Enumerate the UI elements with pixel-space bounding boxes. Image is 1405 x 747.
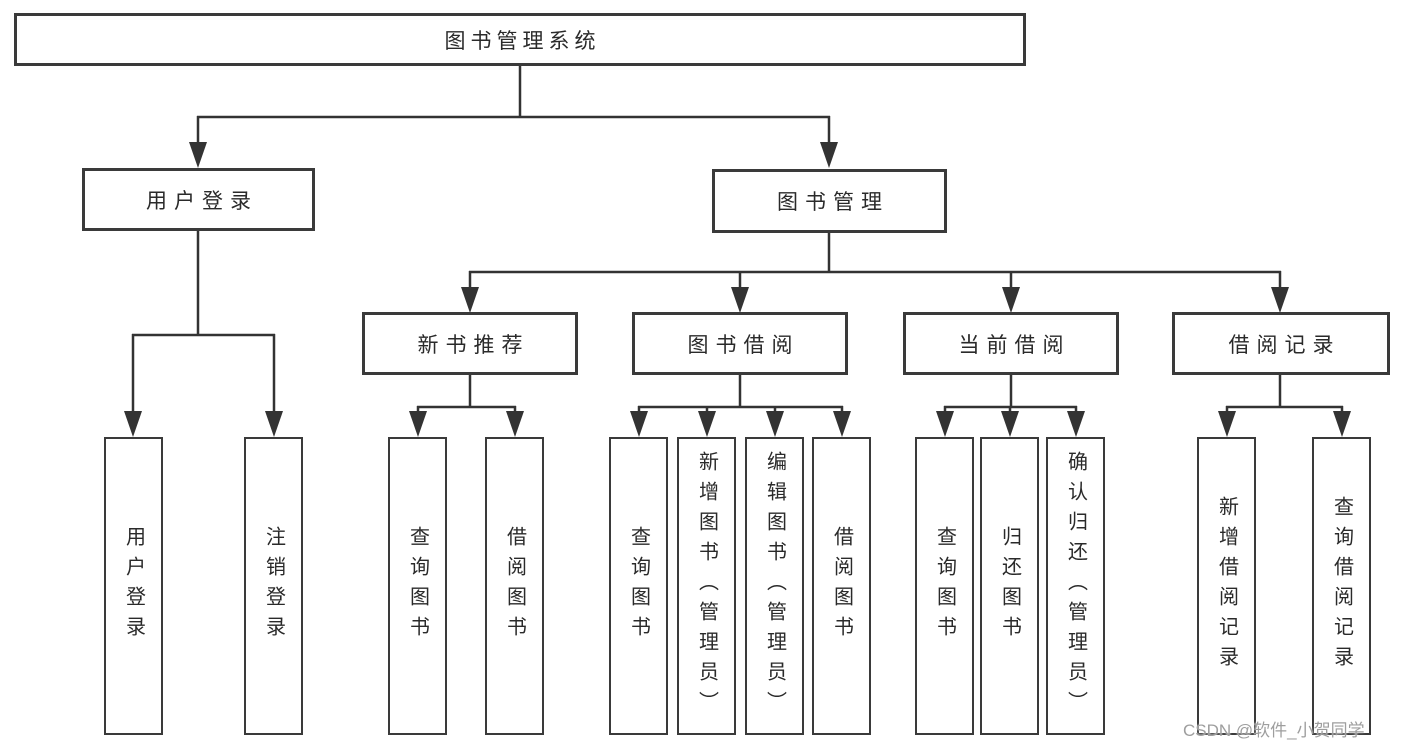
leaf-recommend-borrow-books: 借阅图书 — [485, 437, 544, 735]
leaf-label: 注销登录 — [262, 526, 285, 646]
leaf-label: 查询图书 — [406, 526, 429, 646]
arrow-down-icon — [189, 142, 207, 168]
leaf-borrowing-edit-books-admin: 编辑图书（管理员） — [745, 437, 804, 735]
leaf-label: 新增图书（管理员） — [695, 451, 718, 721]
node-current-borrowing: 当前借阅 — [903, 312, 1119, 375]
arrow-down-icon — [409, 411, 427, 437]
leaf-records-add-record: 新增借阅记录 — [1197, 437, 1256, 735]
arrow-down-icon — [124, 411, 142, 437]
node-label: 当前借阅 — [958, 333, 1071, 357]
node-new-book-recommend: 新书推荐 — [362, 312, 578, 375]
node-label: 借阅记录 — [1228, 333, 1341, 357]
leaf-label: 新增借阅记录 — [1215, 496, 1238, 676]
node-label: 用户登录 — [146, 189, 258, 213]
arrow-down-icon — [1067, 411, 1085, 437]
leaf-label: 查询图书 — [933, 526, 956, 646]
leaf-label: 借阅图书 — [830, 526, 853, 646]
leaf-label: 确认归还（管理员） — [1064, 451, 1087, 721]
leaf-label: 用户登录 — [122, 526, 145, 646]
arrow-down-icon — [630, 411, 648, 437]
arrow-down-icon — [698, 411, 716, 437]
arrow-down-icon — [461, 287, 479, 313]
leaf-borrowing-query-books: 查询图书 — [609, 437, 668, 735]
node-label: 新书推荐 — [417, 333, 530, 357]
leaf-label: 归还图书 — [998, 526, 1021, 646]
node-label: 图书管理系统 — [444, 29, 601, 53]
leaf-label: 查询图书 — [627, 526, 650, 646]
arrow-down-icon — [1333, 411, 1351, 437]
leaf-logout: 注销登录 — [244, 437, 303, 735]
node-label: 图书借阅 — [687, 333, 800, 357]
arrow-down-icon — [1002, 287, 1020, 313]
node-borrowing-records: 借阅记录 — [1172, 312, 1390, 375]
arrow-down-icon — [833, 411, 851, 437]
arrow-down-icon — [506, 411, 524, 437]
arrow-down-icons — [124, 142, 1351, 437]
leaf-borrowing-borrow-books: 借阅图书 — [812, 437, 871, 735]
leaf-label: 编辑图书（管理员） — [763, 451, 786, 721]
leaf-user-login: 用户登录 — [104, 437, 163, 735]
leaf-recommend-query-books: 查询图书 — [388, 437, 447, 735]
leaf-current-query-books: 查询图书 — [915, 437, 974, 735]
arrow-down-icon — [820, 142, 838, 168]
arrow-down-icon — [936, 411, 954, 437]
leaf-borrowing-add-books-admin: 新增图书（管理员） — [677, 437, 736, 735]
arrow-down-icon — [1218, 411, 1236, 437]
node-user-login: 用户登录 — [82, 168, 315, 231]
arrow-down-icon — [1001, 411, 1019, 437]
leaf-records-query-record: 查询借阅记录 — [1312, 437, 1371, 735]
arrow-down-icon — [731, 287, 749, 313]
csdn-watermark: CSDN @软件_小贺同学 — [1183, 721, 1365, 740]
leaf-current-confirm-return-admin: 确认归还（管理员） — [1046, 437, 1105, 735]
leaf-label: 查询借阅记录 — [1330, 496, 1353, 676]
arrow-down-icon — [1271, 287, 1289, 313]
node-root-library-system: 图书管理系统 — [14, 13, 1026, 66]
node-book-management: 图书管理 — [712, 169, 947, 233]
arrow-down-icon — [766, 411, 784, 437]
leaf-label: 借阅图书 — [503, 526, 526, 646]
leaf-current-return-books: 归还图书 — [980, 437, 1039, 735]
node-book-borrowing: 图书借阅 — [632, 312, 848, 375]
arrow-down-icon — [265, 411, 283, 437]
node-label: 图书管理 — [777, 191, 889, 214]
